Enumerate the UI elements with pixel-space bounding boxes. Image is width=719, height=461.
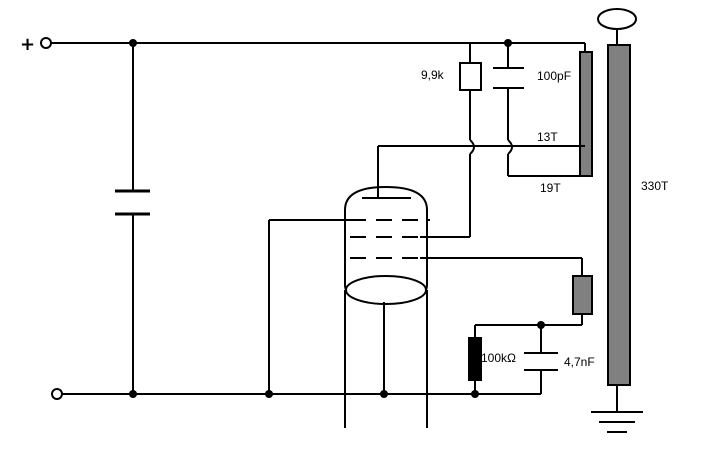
capacitor-top	[493, 43, 585, 177]
resistor-bottom	[468, 325, 482, 394]
ground-terminal	[51, 388, 63, 400]
main-coil-label: 330T	[641, 179, 669, 193]
resistor-top-label: 9,9k	[421, 68, 445, 82]
capacitor-top-label: 100pF	[537, 69, 571, 83]
ground-symbol	[591, 385, 643, 433]
capacitor-bottom-label: 4,7nF	[564, 355, 595, 369]
supply-capacitor	[115, 43, 150, 394]
positive-terminal-label: +	[20, 34, 35, 55]
tap-13t-label: 13T	[537, 130, 558, 144]
resistor-bottom-label: 100kΩ	[481, 351, 516, 365]
grid-resistor	[572, 275, 593, 315]
coil-top-loop	[597, 8, 637, 30]
tap-coil	[579, 51, 593, 177]
main-coil	[607, 44, 631, 386]
vacuum-tube	[344, 185, 430, 428]
tap-19t-label: 19T	[540, 181, 561, 195]
capacitor-bottom	[524, 325, 558, 394]
positive-terminal	[40, 37, 52, 49]
junction-dots	[129, 39, 545, 398]
